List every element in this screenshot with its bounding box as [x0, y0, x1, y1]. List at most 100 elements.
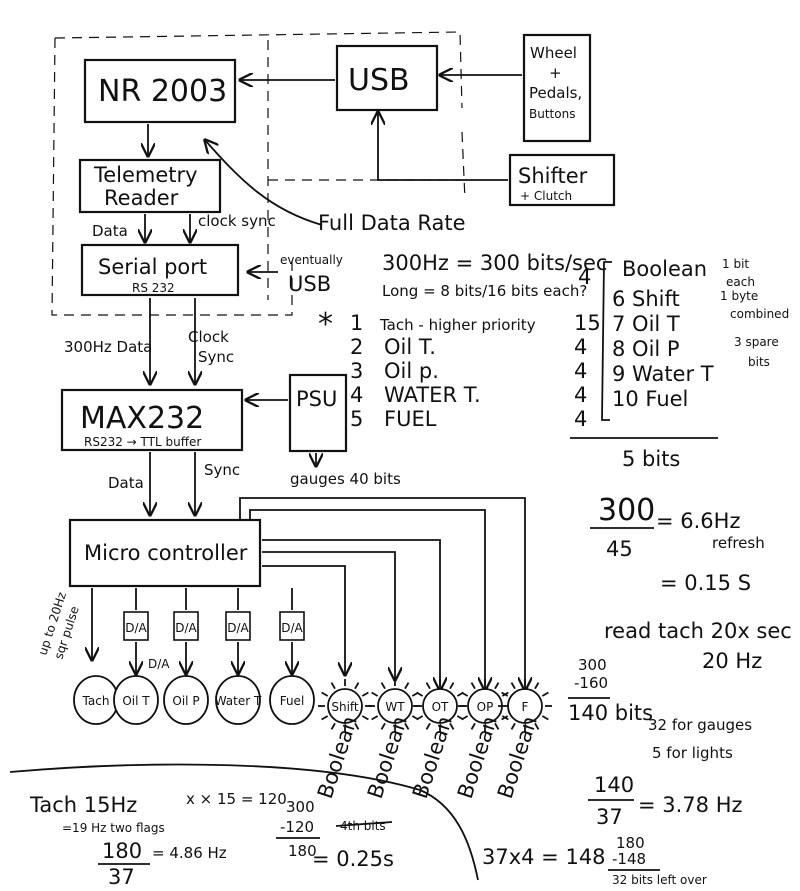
serial-label: Serial port [98, 255, 207, 279]
light-label-5: F [522, 700, 529, 714]
light-ray [354, 722, 360, 730]
star-mark: * [318, 307, 333, 342]
max232-box [60, 388, 244, 452]
bottom-separator [9, 763, 479, 881]
light-ray [354, 682, 360, 690]
boolean-item-5: 10 Fuel [612, 387, 688, 411]
max232-sub: RS232 → TTL buffer [84, 435, 201, 449]
da-label: D/A [148, 657, 170, 671]
bus-line-op [249, 509, 485, 690]
da-box-label-3: D/A [227, 621, 249, 635]
full-rate-arrow [205, 140, 323, 226]
micro-box [68, 518, 262, 588]
light-ray [494, 722, 500, 730]
telemetry-box [78, 158, 222, 214]
clock-label: Clock [188, 328, 229, 346]
bus-line-wt [262, 551, 395, 680]
left-a: 180 [616, 834, 645, 852]
pc-boundary [51, 31, 466, 316]
frac-res: = 4.86 Hz [152, 844, 227, 862]
boolean-item-2: 7 Oil T [612, 312, 680, 336]
micro-label: Micro controller [84, 541, 248, 565]
sub-res: 140 bits [568, 701, 653, 725]
frac-num: 180 [102, 839, 142, 863]
gauge-list-num-2: 2 [350, 335, 363, 359]
bit-note-1: 1 bit [722, 257, 749, 271]
read-tach: read tach 20x sec [604, 619, 792, 643]
light-ray [494, 682, 500, 690]
sync-label-1: Sync [198, 348, 234, 366]
da-box-label-4: D/A [281, 621, 303, 635]
mult: 37x4 = 148 [482, 845, 606, 869]
div-res: = 3.78 Hz [638, 793, 743, 817]
light-3 [422, 688, 458, 724]
wheel-line-3: Pedals, [529, 84, 582, 102]
light-ray [470, 722, 476, 730]
light-label-1: Shift [331, 700, 359, 714]
gauge-label-4: Water T [215, 694, 262, 708]
frac-den: 37 [108, 865, 135, 889]
bit-note-4: combined [730, 307, 789, 321]
gauge-list-name-4: WATER T. [384, 383, 481, 407]
da-box-4 [279, 611, 305, 641]
light-ray [534, 682, 540, 690]
div-num: 140 [594, 773, 634, 797]
full-rate-note: Full Data Rate [318, 211, 466, 235]
long-note: Long = 8 bits/16 bits each? [382, 282, 587, 300]
psu-label: PSU [296, 387, 337, 411]
light-ray [371, 691, 379, 697]
left-b: -148 [612, 850, 646, 868]
gauge-list-num-1: 1 [350, 311, 363, 335]
light-ray [541, 691, 549, 697]
light-ray [330, 722, 336, 730]
serial-box [80, 243, 240, 297]
light-ray [404, 722, 410, 730]
light-ray [449, 722, 455, 730]
tach15: Tach 15Hz [29, 793, 137, 817]
light-5 [507, 688, 543, 724]
light-1 [327, 688, 363, 724]
refresh: refresh [712, 534, 765, 552]
gauge-list-name-2: Oil T. [384, 335, 436, 359]
psu-box [288, 373, 348, 453]
gauge-3 [163, 675, 209, 725]
light-ray [461, 691, 469, 697]
light-ray [404, 682, 410, 690]
wheel-line-1: Wheel [530, 44, 577, 62]
gauges32: 32 for gauges [648, 716, 752, 734]
boolean-item-4: 9 Water T [612, 362, 714, 386]
light-ray [425, 722, 431, 730]
nr2003-box [83, 58, 237, 124]
gauge-list-name-3: Oil p. [384, 359, 439, 383]
light-ray [330, 682, 336, 690]
bit-note-2: each [726, 275, 755, 289]
rate-note: 300Hz = 300 bits/sec [382, 251, 607, 275]
light-ray [501, 691, 509, 697]
light-ray [501, 715, 509, 721]
bit-note-5: 3 spare [734, 335, 779, 349]
hz20: 20 Hz [702, 649, 762, 673]
calc-s: = 0.15 S [660, 571, 751, 595]
boolean-item-3: 8 Oil P [612, 337, 680, 361]
sync-label-2: Sync [204, 461, 240, 479]
light-ray [380, 682, 386, 690]
time-res: = 0.25s [312, 847, 394, 871]
gauge-2 [113, 675, 159, 725]
light-ray [449, 682, 455, 690]
usb-label: USB [348, 63, 410, 98]
boolean-label-2: Boolean [363, 713, 412, 801]
gauge-list-bits-5: 4 [574, 407, 587, 431]
light-ray [416, 715, 424, 721]
five-bits: 5 bits [622, 447, 680, 471]
calc-den: 45 [606, 537, 633, 561]
bus-line-ot [262, 539, 440, 690]
bit-note-3: 1 byte [720, 289, 758, 303]
wheel-line-4: Buttons [529, 107, 575, 121]
